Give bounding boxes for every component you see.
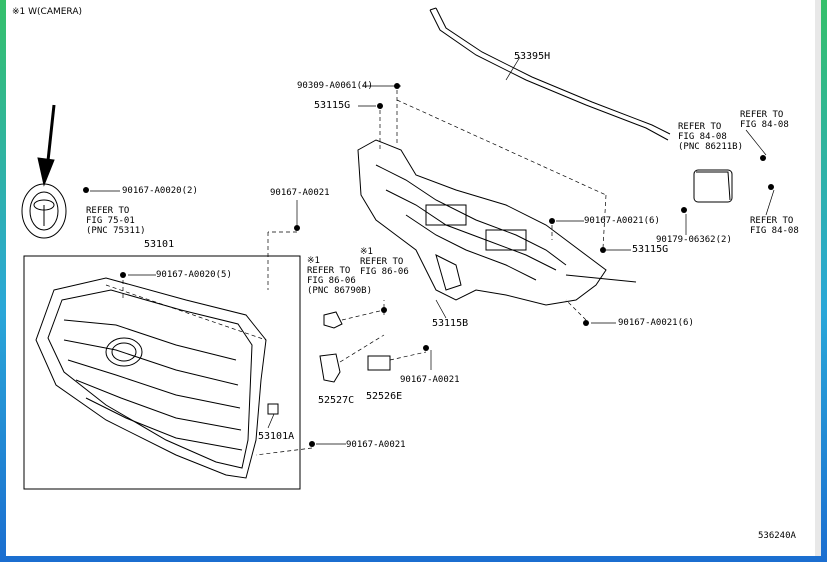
ref-fig-84-08-c[interactable]: REFER TO FIG 84-08 [750,216,799,236]
part-90167-A0021-b[interactable]: 90167-A0021 [400,375,460,385]
emblem-part [21,183,67,239]
radiator-support [357,139,637,306]
part-53115G-top[interactable]: 53115G [314,100,351,111]
dashed-guides [105,90,607,456]
arrow-icon [37,104,56,187]
part-90167-A0021-6a[interactable]: 90167-A0021(6) [584,216,660,226]
upper-seal-strip [429,7,671,141]
part-53101A[interactable]: 53101A [258,431,295,442]
parts-diagram-sheet: ※1 W(CAMERA) 53395H 90309-A0061(4) 53115… [6,0,821,556]
parts-illustration [21,7,775,490]
part-90167-A0021-6b[interactable]: 90167-A0021(6) [618,318,694,328]
camera-unit [693,169,733,203]
part-90179-06362[interactable]: 90179-06362(2) [656,235,732,245]
part-90167-A0021-c[interactable]: 90167-A0021 [346,440,406,450]
grille-group-box [23,255,301,490]
clip-53101A [267,403,279,415]
fastener-markers [83,83,774,447]
ref-fig-84-08-b[interactable]: REFER TO FIG 84-08 [740,110,789,130]
sensor-52526E [367,355,391,371]
ref-fig-84-08-a[interactable]: REFER TO FIG 84-08 (PNC 86211B) [678,122,744,152]
part-53395H[interactable]: 53395H [514,51,551,62]
header-note: ※1 W(CAMERA) [12,7,82,17]
vertical-scrollbar[interactable] [815,0,821,556]
sensor-52527C [319,353,341,383]
bracket-86790B [323,311,343,329]
part-90167-A0020-5[interactable]: 90167-A0020(5) [156,270,232,280]
part-90167-A0020-2[interactable]: 90167-A0020(2) [122,186,198,196]
part-53115G-right[interactable]: 53115G [632,244,669,255]
part-53101[interactable]: 53101 [144,239,175,250]
diagram-code: 536240A [758,531,796,541]
part-52527C[interactable]: 52527C [318,395,355,406]
ref-fig-75-01[interactable]: REFER TO FIG 75-01 (PNC 75311) [86,206,146,236]
part-53115B[interactable]: 53115B [432,318,469,329]
part-90167-A0021-a[interactable]: 90167-A0021 [270,188,330,198]
radiator-grille [35,277,267,479]
ref-fig-86-06-a[interactable]: ※1 REFER TO FIG 86-06 (PNC 86790B) [307,256,373,296]
part-52526E[interactable]: 52526E [366,391,403,402]
leader-lines [90,56,775,445]
ref-fig-86-06-b[interactable]: ※1 REFER TO FIG 86-06 [360,247,409,277]
part-90309-A0061[interactable]: 90309-A0061(4) [297,81,373,91]
